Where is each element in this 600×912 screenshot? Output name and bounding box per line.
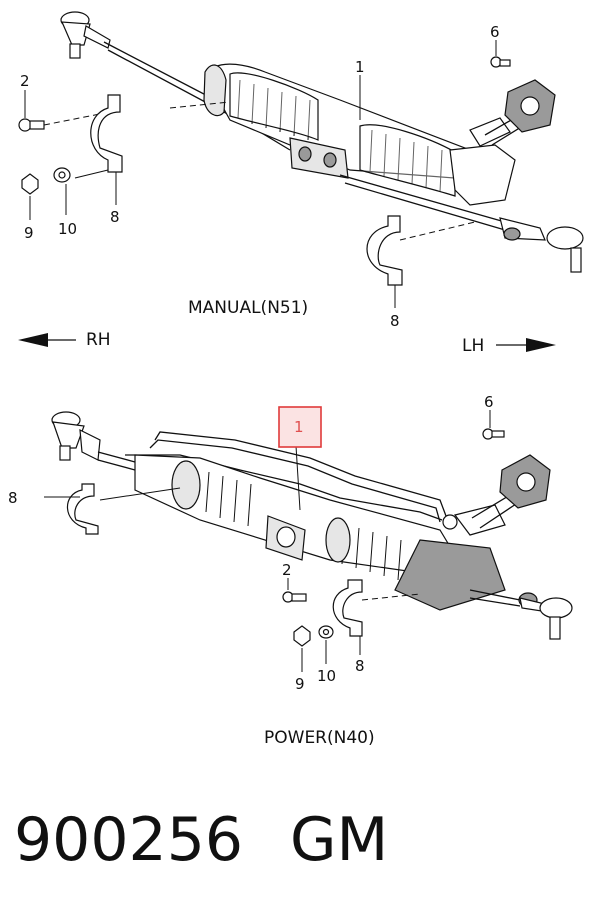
bolt-2-manual <box>18 118 45 132</box>
label-10-manual: 10 <box>58 220 77 238</box>
washer-10-power <box>318 625 334 639</box>
label-8-power-right: 8 <box>355 657 365 675</box>
highlight-part-1[interactable]: 1 <box>278 406 322 448</box>
direction-lh-label: LH <box>462 336 484 356</box>
label-9-manual: 9 <box>24 224 34 242</box>
label-8-manual-right: 8 <box>390 312 400 330</box>
label-2-power: 2 <box>282 561 292 579</box>
washer-10-manual <box>53 167 71 183</box>
rack-mount-plate <box>289 137 349 179</box>
label-1-power: 1 <box>294 418 304 436</box>
power-rack-mount-plate <box>265 515 306 561</box>
arrow-rh <box>18 333 76 347</box>
bracket-8-power-right <box>332 579 363 637</box>
power-right-tie-rod-end <box>518 592 573 640</box>
label-9-power: 9 <box>295 675 305 693</box>
power-u-joint <box>499 454 551 509</box>
power-rack-assembly <box>51 411 573 640</box>
bolt-6-manual <box>490 56 511 68</box>
manual-u-joint <box>504 79 556 133</box>
arrow-lh <box>496 338 556 352</box>
manual-caption: MANUAL(N51) <box>188 298 308 318</box>
label-6-power: 6 <box>484 393 494 411</box>
label-1-manual: 1 <box>355 58 365 76</box>
power-left-tie-rod-end <box>51 411 101 461</box>
power-left-boot <box>171 460 252 527</box>
bracket-8-manual-left <box>90 94 123 173</box>
bolt-2-power <box>282 591 307 603</box>
left-tie-rod-end <box>60 11 111 59</box>
manual-rack-assembly <box>60 11 584 273</box>
label-8-manual-left: 8 <box>110 208 120 226</box>
bolt-6-power <box>482 428 505 440</box>
power-right-boot <box>325 517 402 581</box>
bracket-8-manual-right <box>366 215 403 286</box>
label-2-manual: 2 <box>20 72 30 90</box>
nut-9-manual <box>21 173 39 195</box>
nut-9-power <box>293 625 311 647</box>
label-10-power: 10 <box>317 667 336 685</box>
brand-name: GM <box>290 805 388 875</box>
direction-rh-label: RH <box>86 330 111 350</box>
label-6-manual: 6 <box>490 23 500 41</box>
label-8-power-left: 8 <box>8 489 18 507</box>
part-number: 900256 <box>14 805 243 875</box>
bracket-8-power-left <box>66 483 99 535</box>
right-tie-rod-end <box>499 217 584 273</box>
power-caption: POWER(N40) <box>264 728 375 748</box>
